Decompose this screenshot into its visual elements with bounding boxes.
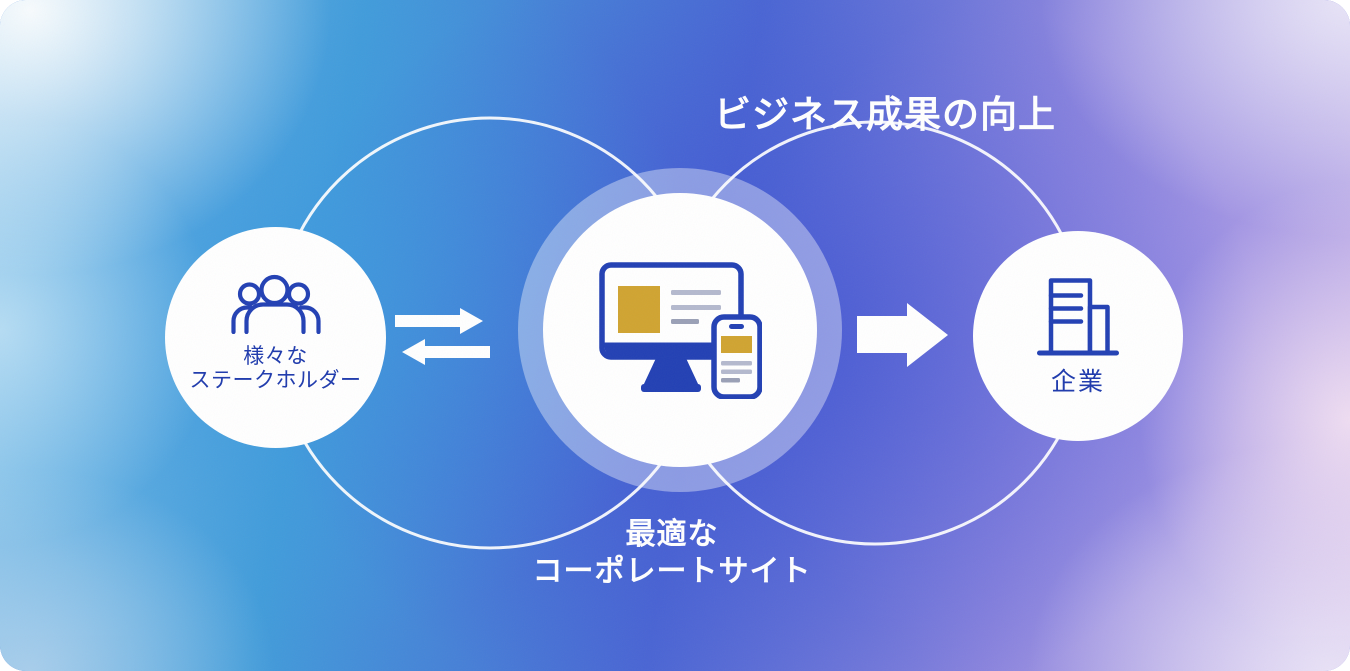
corporate-site-label: 最適な コーポレートサイト (533, 516, 812, 590)
people-group-icon (230, 274, 321, 334)
stakeholders-node: 様々な ステークホルダー (165, 227, 386, 448)
corporate-site-label-line2: コーポレートサイト (532, 555, 812, 588)
corporate-site-label-line1: 最適な (625, 518, 719, 551)
stakeholders-label-line1: 様々な (243, 345, 308, 368)
company-label: 企業 (1050, 368, 1105, 396)
corporate-site-node (543, 193, 817, 467)
office-building-icon (1037, 278, 1119, 356)
stakeholders-label-line2: ステークホルダー (189, 369, 362, 392)
stakeholders-label: 様々な ステークホルダー (190, 345, 362, 393)
company-node: 企業 (973, 231, 1183, 441)
diagram-title: ビジネス成果の向上 (714, 94, 1056, 135)
responsive-devices-icon (598, 261, 762, 399)
